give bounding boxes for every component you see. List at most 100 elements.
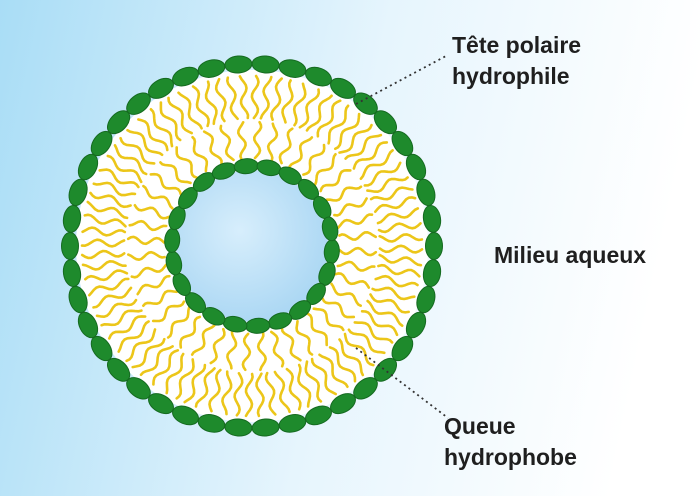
hydrophobic-tail — [204, 80, 218, 126]
hydrophobic-tail — [108, 315, 147, 340]
hydrophobic-tail — [238, 75, 250, 120]
hydrophobic-tail — [319, 169, 352, 193]
hydrophobic-tail — [327, 104, 350, 145]
hydrophobic-tail — [316, 99, 342, 138]
hydrophobic-tail — [352, 141, 389, 170]
hydrophobic-tail — [371, 286, 416, 301]
hydrophobic-tail — [253, 120, 263, 160]
hydrophobic-tail — [377, 263, 421, 278]
hydrophobic-tail — [359, 149, 394, 180]
aqueous-medium-label: Milieu aqueux — [494, 240, 646, 271]
hydrophobic-tail — [273, 370, 291, 414]
hydrophobic-tail — [347, 328, 386, 355]
polar-heads-group — [61, 55, 443, 437]
hydrophobic-tail — [119, 136, 156, 165]
hydrophobic-tail — [194, 367, 216, 408]
hydrophobic-tail — [226, 76, 239, 121]
hydrophobic-tail — [363, 161, 402, 187]
hydrophobic-tail — [179, 315, 202, 349]
hydrophobic-tail — [377, 222, 422, 234]
hydrophobic-tail — [80, 249, 126, 260]
hydrophobic-tail — [149, 172, 183, 196]
hydrophobic-tail — [191, 85, 210, 128]
hydrophobic-tail — [259, 75, 273, 120]
hydrophobic-tail — [209, 327, 226, 365]
hydrophobic-tail — [190, 324, 216, 356]
hydrophobic-tail — [126, 235, 166, 246]
hydrophobic-tail — [149, 108, 174, 148]
hydrophobic-tail — [338, 231, 378, 241]
hydrophobic-tail — [133, 204, 171, 220]
hydrophobic-tail — [321, 297, 356, 319]
hydrophobic-tail — [338, 338, 365, 377]
aqueous-core — [176, 170, 328, 322]
hydrophobic-tail — [92, 181, 137, 197]
hydrophobic-tail — [166, 306, 191, 339]
hydrophobic-tail — [330, 282, 363, 308]
hydrophobic-tail — [152, 348, 180, 386]
hydrophobic-tail — [266, 122, 279, 162]
polar-head-label-line1: Tête polaire — [452, 32, 582, 58]
hydrophobic-tail — [264, 371, 277, 416]
hydrophobic-tail — [256, 331, 268, 372]
hydrophobic-tail — [177, 91, 203, 130]
hydrophobic-tail — [219, 124, 235, 162]
hydrophobic-tail — [298, 88, 321, 129]
hydrophobic-tail — [305, 94, 333, 132]
hydrophobic-tail — [269, 330, 285, 368]
polar-head — [321, 216, 339, 242]
hydrophobic-tail — [366, 176, 409, 193]
hydrophobic-tails-group — [80, 74, 424, 418]
hydrophobic-tail — [292, 82, 307, 127]
hydrophobic-tail — [191, 135, 209, 173]
hydrophobic-tail — [175, 146, 198, 179]
polar-head — [425, 232, 443, 260]
hydrophobic-tail — [84, 269, 129, 282]
hydrophobic-tail — [233, 371, 244, 417]
hydrophobic-tail — [313, 153, 337, 186]
hydrophobic-tail — [89, 191, 132, 209]
hydrophobic-tail — [128, 219, 168, 232]
hydrophobic-tail — [328, 346, 357, 383]
hydrophobic-tail — [86, 200, 129, 220]
hydrophobic-tail — [338, 123, 373, 154]
hydrophobic-tail — [288, 136, 314, 168]
hydrophobic-tail — [378, 253, 423, 267]
hydrophobic-tail — [241, 332, 252, 372]
hydrophobic-tail — [137, 118, 169, 152]
hydrophobic-tail — [221, 370, 233, 416]
hydrophobic-tail — [302, 143, 326, 176]
hydrophobic-tail — [131, 337, 166, 369]
hydrophobic-tail — [378, 233, 424, 243]
hydrophobic-tail — [334, 272, 371, 289]
hydrophobic-tail — [83, 213, 127, 228]
hydrophobic-tail — [81, 226, 127, 237]
hydrophobic-tail-label: Queue hydrophobe — [444, 411, 577, 473]
hydrophobic-tail — [151, 300, 186, 323]
hydrophobic-tail — [325, 185, 363, 202]
hydrophobic-tail — [81, 259, 127, 271]
hydrophobic-tail — [281, 79, 294, 124]
hydrophobic-tail — [304, 360, 323, 403]
hydrophobic-tail — [369, 293, 411, 314]
hydrophobic-tail — [92, 286, 133, 309]
hydrophobic-tail — [297, 363, 312, 408]
hydrophobic-tail — [130, 263, 168, 279]
hydrophobic-tail — [344, 133, 383, 160]
hydrophobic-tail-label-line2: hydrophobe — [444, 444, 577, 470]
aqueous-medium-label-text: Milieu aqueux — [494, 242, 647, 268]
hydrophobic-tail — [255, 372, 265, 418]
hydrophobic-tail — [88, 277, 130, 297]
hydrophobic-tail — [237, 121, 247, 160]
hydrophobic-tail — [142, 289, 179, 308]
hydrophobic-tail — [208, 368, 222, 413]
hydrophobic-tail — [142, 184, 174, 210]
hydrophobic-tail — [125, 328, 157, 363]
polar-head-label: Tête polaire hydrophile — [452, 30, 581, 92]
hydrophobic-tail — [80, 238, 126, 248]
hydrophobic-tail — [106, 154, 143, 184]
hydrophobic-tail — [117, 320, 150, 353]
hydrophobic-tail — [353, 321, 394, 344]
hydrophobic-tail — [183, 363, 207, 404]
